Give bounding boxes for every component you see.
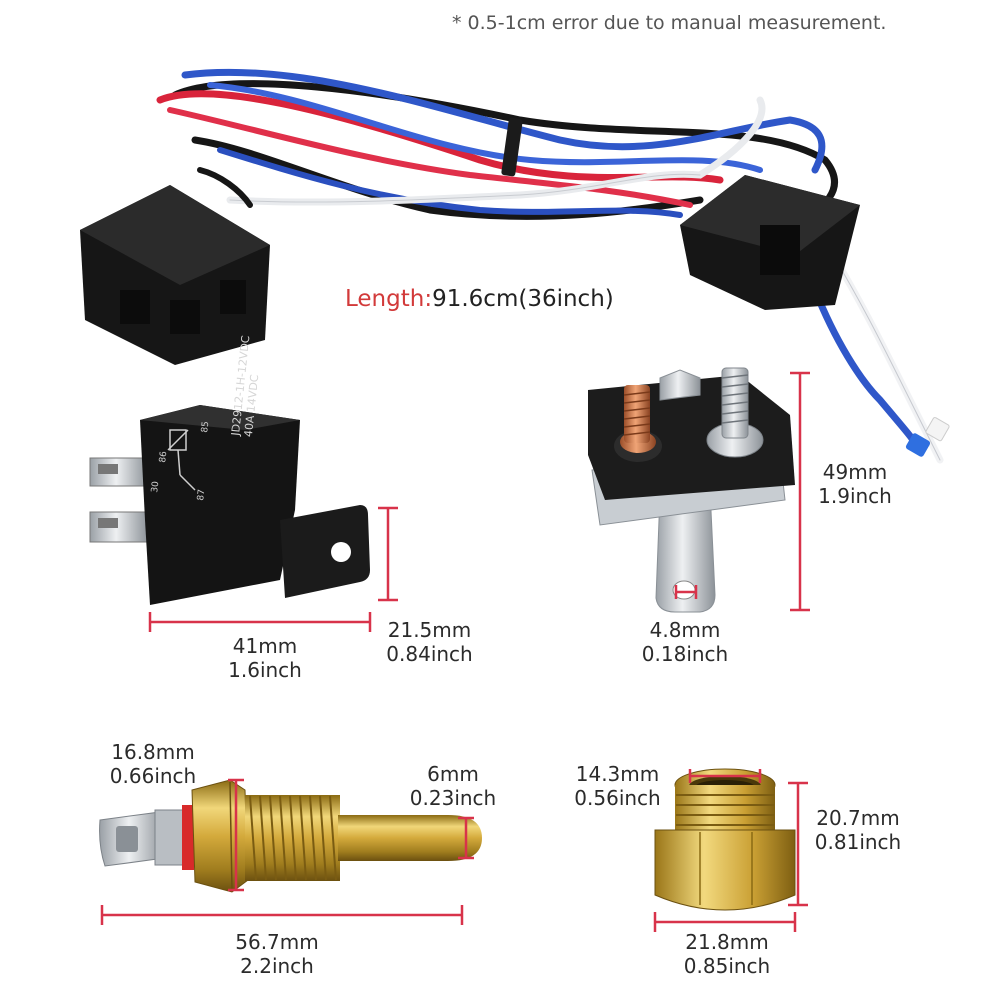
adapter-width-mm: 21.8mm bbox=[685, 930, 769, 954]
relay-height-label: 21.5mm 0.84inch bbox=[372, 618, 487, 666]
breaker-hole-mm: 4.8mm bbox=[649, 618, 721, 642]
brass-adapter bbox=[654, 768, 796, 911]
black-wire bbox=[171, 80, 838, 224]
sensor-tip-label: 6mm 0.23inch bbox=[398, 762, 508, 810]
dimension-lines bbox=[100, 371, 810, 932]
adapter-width-in: 0.85inch bbox=[683, 954, 771, 978]
relay-width-mm: 41mm bbox=[232, 634, 298, 658]
relay-socket bbox=[80, 185, 270, 365]
adapter-height-in: 0.81inch bbox=[814, 830, 902, 854]
sensor-tip-in: 0.23inch bbox=[409, 786, 497, 810]
relay-pin-85: 85 bbox=[200, 420, 212, 434]
breaker-hole-label: 4.8mm 0.18inch bbox=[630, 618, 740, 666]
adapter-width-label: 21.8mm 0.85inch bbox=[672, 930, 782, 978]
wire-harness bbox=[156, 68, 944, 464]
fuse-holder bbox=[680, 175, 860, 310]
length-value: 91.6cm(36inch) bbox=[432, 286, 614, 312]
breaker-height-in: 1.9inch bbox=[818, 484, 892, 508]
measurement-note: * 0.5-1cm error due to manual measuremen… bbox=[452, 12, 887, 34]
circuit-breaker bbox=[588, 367, 795, 613]
breaker-hole-in: 0.18inch bbox=[641, 642, 729, 666]
relay-pin-30: 30 bbox=[150, 480, 162, 494]
wire-end-cap bbox=[905, 433, 931, 457]
sensor-diameter-mm: 16.8mm bbox=[111, 740, 195, 764]
breaker-height-mm: 49mm bbox=[822, 460, 888, 484]
adapter-inner-label: 14.3mm 0.56inch bbox=[565, 762, 670, 810]
length-prefix: Length: bbox=[345, 286, 433, 312]
adapter-inner-mm: 14.3mm bbox=[575, 762, 660, 786]
adapter-height-label: 20.7mm 0.81inch bbox=[808, 806, 908, 854]
sensor-length-in: 2.2inch bbox=[240, 954, 314, 978]
relay-width-in: 1.6inch bbox=[228, 658, 302, 682]
sensor-diameter-label: 16.8mm 0.66inch bbox=[98, 740, 208, 788]
sensor-tip-mm: 6mm bbox=[427, 762, 479, 786]
relay-width-label: 41mm 1.6inch bbox=[210, 634, 320, 682]
relay-height-in: 0.84inch bbox=[386, 642, 473, 666]
adapter-height-mm: 20.7mm bbox=[816, 806, 900, 830]
blue-wire bbox=[181, 68, 826, 174]
adapter-inner-in: 0.56inch bbox=[574, 786, 661, 810]
zip-tie bbox=[501, 117, 523, 177]
sensor-length-label: 56.7mm 2.2inch bbox=[222, 930, 332, 978]
sensor-length-mm: 56.7mm bbox=[235, 930, 319, 954]
relay bbox=[89, 405, 370, 605]
length-label: Length:91.6cm(36inch) bbox=[345, 286, 614, 312]
relay-pin-87: 87 bbox=[196, 488, 208, 502]
relay-pin-86: 86 bbox=[158, 450, 170, 464]
relay-height-mm: 21.5mm bbox=[387, 618, 472, 642]
temperature-sensor bbox=[99, 779, 482, 893]
sensor-diameter-in: 0.66inch bbox=[109, 764, 197, 788]
breaker-height-label: 49mm 1.9inch bbox=[810, 460, 900, 508]
